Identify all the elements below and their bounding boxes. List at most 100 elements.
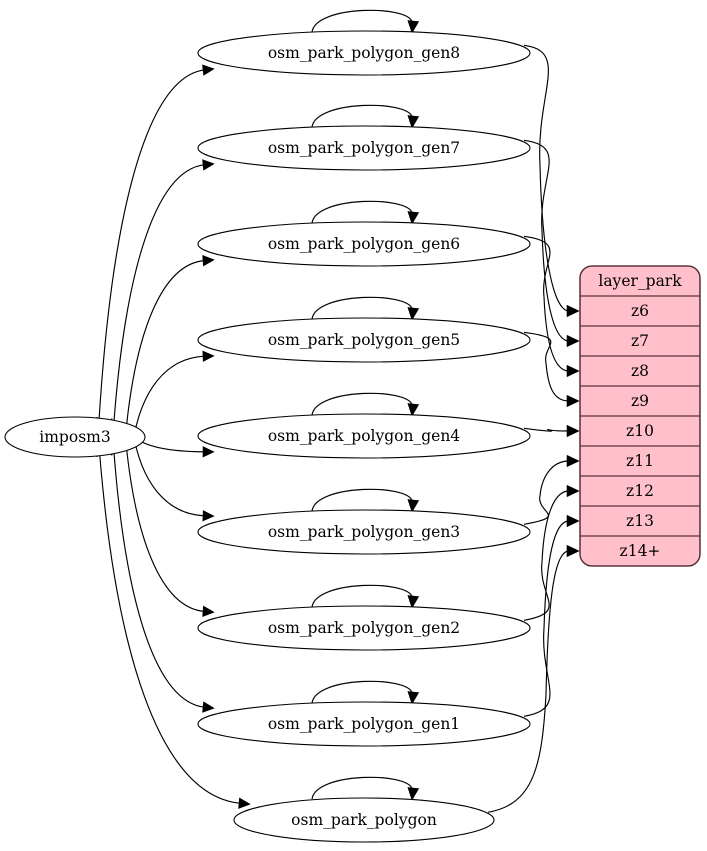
table-row[interactable]: z11 [580,445,700,470]
edge-layer [96,9,580,813]
arrowhead-gen1-to-z13 [566,514,580,528]
node-gen3[interactable]: osm_park_polygon_gen3 [197,509,531,555]
arrowhead-imposm3-to-gen6 [202,255,215,267]
node-gen7[interactable]: osm_park_polygon_gen7 [197,125,531,171]
table-row-label-z11: z11 [626,452,654,470]
arrowhead-gen5-to-z9 [566,394,580,408]
node-base-shape [233,797,495,843]
node-gen3-label: osm_park_polygon_gen3 [268,523,460,541]
table-row-label-z9: z9 [631,392,649,410]
arrowhead-self-loop-gen2 [407,595,420,609]
arrowhead-self-loop-gen7 [407,115,420,129]
table-row-label-z13: z13 [626,512,654,530]
node-gen5[interactable]: osm_park_polygon_gen5 [197,317,531,363]
edge-imposm3-to-gen4 [135,436,206,453]
self-loop-gen8 [311,9,413,33]
table-row-label-z6: z6 [631,302,649,320]
node-gen6-label: osm_park_polygon_gen6 [268,235,460,253]
arrowhead-gen7-to-z7 [566,334,580,348]
self-loop-gen7 [311,104,413,128]
self-loop-gen5 [311,296,413,320]
table-row[interactable]: z7 [580,325,700,350]
arrowhead-gen4-to-z10 [566,424,580,438]
node-gen1-shape [197,701,531,747]
edge-imposm3-to-gen2 [123,422,206,613]
layer-park-table-outline [579,265,701,567]
table-row-label-z14+: z14+ [620,542,661,560]
arrowhead-self-loop-gen1 [407,691,420,705]
arrowhead-imposm3-to-gen1 [202,701,215,713]
edge-gen4-to-z10 [523,427,570,432]
node-gen7-label: osm_park_polygon_gen7 [268,139,460,157]
arrowhead-gen6-to-z8 [566,364,580,378]
table-row[interactable]: z14+ [580,535,700,560]
table-row[interactable]: z13 [580,505,700,530]
edge-gen8-to-z6 [523,44,570,312]
node-gen1[interactable]: osm_park_polygon_gen1 [197,701,531,747]
node-base-label: osm_park_polygon [291,811,437,829]
table-row[interactable]: z8 [580,355,700,380]
node-gen4[interactable]: osm_park_polygon_gen4 [197,413,531,459]
self-loop-base [311,776,413,800]
edge-imposm3-to-gen8 [96,69,206,458]
node-gen2-label: osm_park_polygon_gen2 [268,619,460,637]
node-gen8-label: osm_park_polygon_gen8 [268,44,460,62]
arrowhead-imposm3-to-gen8 [202,64,215,76]
arrowhead-self-loop-gen6 [407,211,420,225]
arrowhead-imposm3-to-gen2 [202,605,215,617]
node-imposm3-label: imposm3 [39,428,110,446]
node-gen2-shape [197,605,531,651]
arrowhead-imposm3-to-gen7 [202,159,215,171]
edge-gen2-to-z12 [523,490,570,621]
arrowhead-gen2-to-z12 [566,484,580,498]
table-row-label-z10: z10 [626,422,654,440]
arrowhead-self-loop-base [407,787,420,801]
edge-imposm3-to-gen6 [123,259,206,452]
arrowhead-base-to-z14+ [566,544,580,558]
edge-imposm3-to-gen7 [111,164,206,456]
node-imposm3[interactable]: imposm3 [4,416,146,458]
node-gen3-shape [197,509,531,555]
arrowhead-self-loop-gen3 [407,499,420,513]
table-row-label-z7: z7 [631,332,649,350]
arrowhead-gen3-to-z11 [566,454,580,468]
node-gen2[interactable]: osm_park_polygon_gen2 [197,605,531,651]
table-header-label: layer_park [598,272,682,290]
table-row[interactable]: z6 [580,295,700,320]
edge-base-to-z14+ [487,550,570,813]
self-loop-gen3 [311,488,413,512]
self-loop-gen4 [311,392,413,416]
node-gen4-label: osm_park_polygon_gen4 [268,427,460,445]
node-imposm3-shape [4,416,146,458]
node-gen5-label: osm_park_polygon_gen5 [268,331,460,349]
arrowhead-imposm3-to-gen5 [202,350,215,362]
arrowhead-imposm3-to-gen4 [202,446,215,458]
edge-imposm3-to-base [96,416,242,804]
arrowhead-self-loop-gen8 [407,20,420,34]
edge-gen1-to-z13 [523,520,570,717]
table-row[interactable]: z12 [580,475,700,500]
node-gen6[interactable]: osm_park_polygon_gen6 [197,221,531,267]
table-layer: layer_park z6 z7 z8 z9 z10 z11 z12 z13 z14+ [579,265,701,567]
node-layer: imposm3 osm_park_polygon_gen8 osm_park_pol… [4,30,531,843]
node-gen4-shape [197,413,531,459]
table-row[interactable]: z9 [580,385,700,410]
node-gen8[interactable]: osm_park_polygon_gen8 [197,30,531,76]
edge-gen7-to-z7 [523,139,570,342]
table-row[interactable]: z10 [580,415,700,440]
node-gen6-shape [197,221,531,267]
self-loop-gen1 [311,680,413,704]
edge-gen3-to-z11 [523,460,570,525]
edge-gen6-to-z8 [523,235,570,372]
arrowhead-imposm3-to-gen3 [202,510,215,522]
node-gen1-label: osm_park_polygon_gen1 [268,715,460,733]
node-gen8-shape [197,30,531,76]
arrowhead-self-loop-gen5 [407,307,420,321]
table-header-row: layer_park [598,272,682,290]
arrowhead-imposm3-to-base [238,797,251,809]
node-base[interactable]: osm_park_polygon [233,797,495,843]
arrowhead-self-loop-gen4 [407,403,420,417]
self-loop-gen2 [311,584,413,608]
